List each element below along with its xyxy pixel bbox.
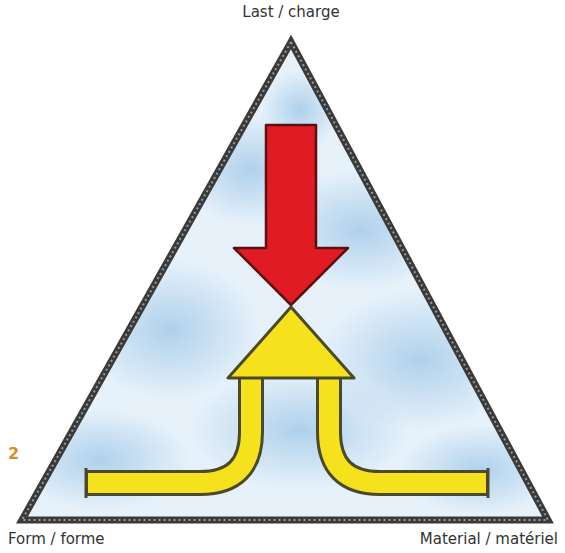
corner-label: Material / matériel [420,530,558,548]
corner-label: Last / charge [242,3,339,21]
triangle-border-texture [22,42,548,520]
corner-label: Form / forme [8,530,105,548]
mottled-sky [10,70,560,515]
load-arrow [234,125,348,305]
callout-number: 2 [8,444,19,463]
form-material-arrows [86,307,488,498]
triangle-border [22,42,548,520]
